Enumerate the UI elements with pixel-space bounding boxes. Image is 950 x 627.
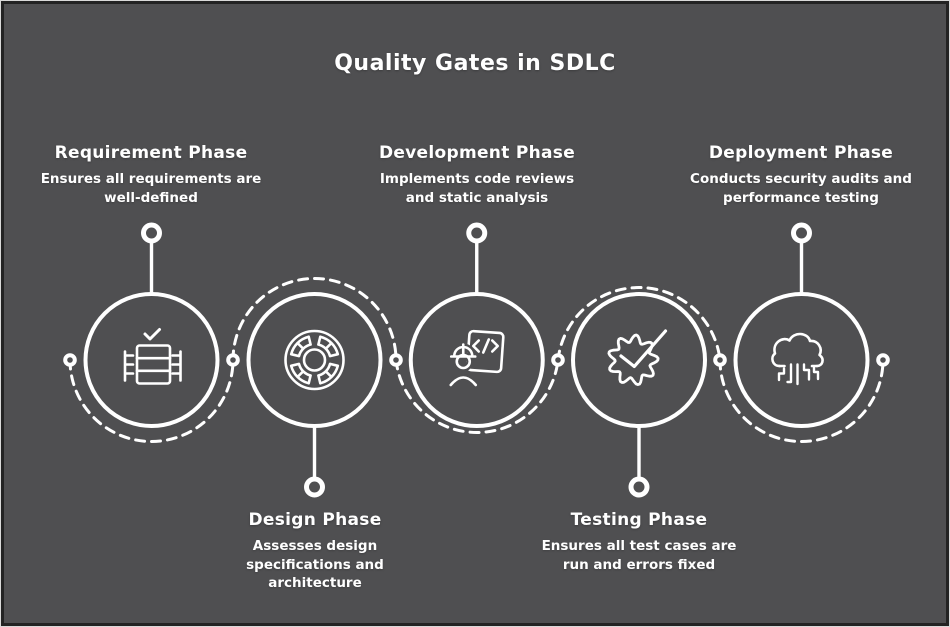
phase-title: Testing Phase xyxy=(570,510,708,530)
left-bracket xyxy=(123,350,135,382)
connector-ring-testing xyxy=(628,476,650,498)
shoulders xyxy=(449,376,478,387)
phase-description: Conducts security audits and performance… xyxy=(690,171,912,206)
junction-dot xyxy=(63,353,77,367)
engineer-person xyxy=(447,341,480,389)
testing-gear-check-icon xyxy=(607,329,668,386)
phase-description: Assesses design specifications and archi… xyxy=(246,538,384,591)
phase-circle-design xyxy=(246,292,383,428)
phase-description: Ensures all test cases are run and error… xyxy=(541,538,737,573)
panel-rows xyxy=(135,356,172,373)
phase-title: Development Phase xyxy=(378,143,576,163)
design-wheel-icon xyxy=(284,329,345,391)
junction-dot xyxy=(389,353,403,367)
hard-hat xyxy=(449,343,477,358)
check-glyph xyxy=(619,329,668,369)
phase-circle-development xyxy=(408,292,545,428)
gear-outline xyxy=(607,333,660,386)
code-brackets-glyph xyxy=(469,336,502,356)
right-bracket xyxy=(171,350,182,382)
wheel-hub xyxy=(302,348,327,372)
junction-dot xyxy=(713,353,727,367)
panel xyxy=(135,344,172,385)
dashed-wave xyxy=(68,277,885,443)
junction-dot xyxy=(226,353,240,367)
connector-ring-development xyxy=(466,222,488,244)
junction-dots xyxy=(63,353,890,367)
phase-description: Ensures all requirements are well-define… xyxy=(40,171,262,206)
connector-ring-design xyxy=(304,476,325,498)
junction-dot xyxy=(876,353,890,367)
wheel-outer-ring xyxy=(284,329,345,391)
requirement-backlog-icon xyxy=(123,328,182,385)
phase-title: Requirement Phase xyxy=(54,143,248,163)
developer-code-icon xyxy=(447,329,505,389)
dashed-arc-deployment xyxy=(718,358,885,443)
phase-label-design: Design Phase Assesses design specificati… xyxy=(165,510,465,593)
page-title: Quality Gates in SDLC xyxy=(334,51,616,76)
dashed-arc-design xyxy=(231,277,398,362)
phase-circle-deployment xyxy=(733,292,870,428)
phase-description: Implements code reviews and static analy… xyxy=(379,171,575,206)
phase-title: Deployment Phase xyxy=(708,143,894,163)
cloud-outline xyxy=(771,332,824,368)
phase-label-development: Development Phase Implements code review… xyxy=(327,143,627,207)
deployment-cloud-icon xyxy=(771,332,824,386)
dashed-arc-testing xyxy=(556,286,722,362)
connector-ring-requirement xyxy=(141,222,162,244)
connector-ring-deployment xyxy=(791,222,812,244)
phase-label-deployment: Deployment Phase Conducts security audit… xyxy=(651,143,949,207)
dashed-arc-requirement xyxy=(68,358,235,443)
phase-title: Design Phase xyxy=(248,510,382,530)
junction-dot xyxy=(551,353,565,367)
phase-circle-requirement xyxy=(83,292,220,428)
dashed-arc-development xyxy=(394,358,560,434)
phase-label-testing: Testing Phase Ensures all test cases are… xyxy=(489,510,789,574)
phase-label-requirement: Requirement Phase Ensures all requiremen… xyxy=(1,143,301,207)
check-glyph xyxy=(143,328,161,341)
circuit-traces xyxy=(777,363,820,386)
